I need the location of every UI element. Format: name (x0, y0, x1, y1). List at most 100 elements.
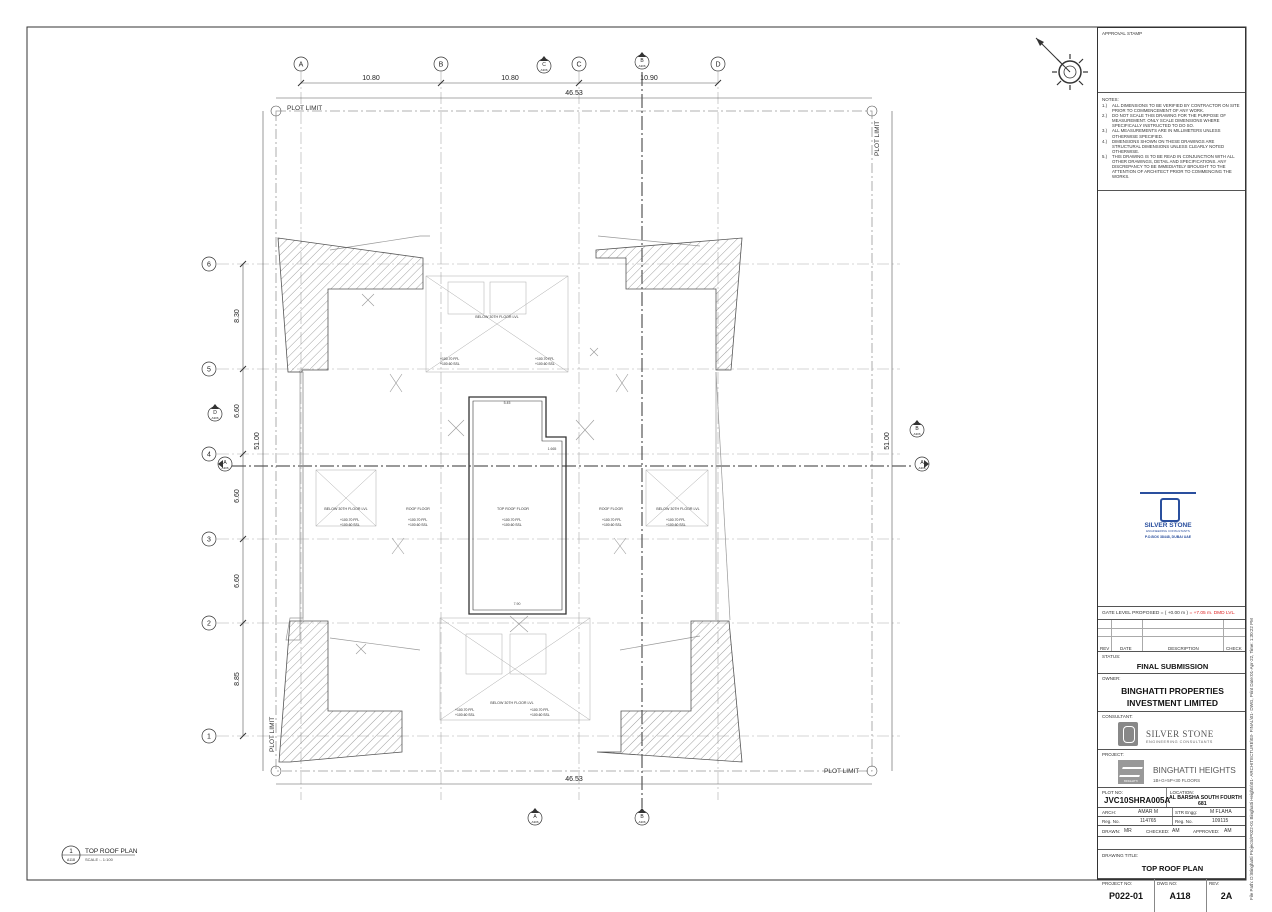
grid-row-2: 2 (207, 621, 211, 628)
label-top-lift: BELOW 30TH FLOOR LVL (475, 315, 518, 319)
project-no-label: PROJECT NO: (1102, 881, 1133, 886)
corner-cores (277, 237, 743, 763)
gate-level-text: GATE LEVEL PROPOSED = ( +0.00 m ) (1102, 611, 1189, 616)
dim-3-2: 6.60 (234, 574, 241, 588)
note-number: 5.) (1102, 153, 1108, 159)
reg2-value: 109115 (1212, 818, 1229, 824)
project-floors: 1B+G+5P+30 FLOORS (1153, 778, 1201, 783)
drawn-cell: DRAWN: MR CHECKED: AM APPROVED: AM (1098, 826, 1245, 837)
drawing-title-label: DRAWING TITLE: (1102, 853, 1139, 858)
section-letter: A (920, 460, 924, 466)
svg-text:5.45: 5.45 (504, 401, 511, 405)
dwg-no-label: DWG NO: (1157, 881, 1178, 886)
drawn-value: MR (1124, 828, 1132, 834)
consultant-name: SILVER STONE (1146, 729, 1214, 739)
level-ffl: +100.70 FFL (440, 357, 459, 361)
gate-level: GATE LEVEL PROPOSED = ( +0.00 m ) = +7.0… (1102, 611, 1236, 616)
project-label: PROJECT: (1102, 752, 1124, 757)
location-value: AL BARSHA SOUTH FOURTH (1169, 795, 1242, 801)
level-ffl: +100.70 FFL (666, 518, 685, 522)
consultant-label: CONSULTANT: (1102, 714, 1133, 719)
core-top-right (595, 237, 743, 371)
dim-overall-left: 51.00 (254, 432, 261, 450)
level-ffl: +100.70 FFL (455, 708, 474, 712)
project-cell: PROJECT: BINGHATTI BINGHATTI HEIGHTS 1B+… (1098, 750, 1245, 788)
room-labels: BELOW 30TH FLOOR LVL BELOW 30TH FLOOR LV… (324, 315, 699, 705)
grid-row-bubbles: 6 5 4 3 2 1 (201, 256, 217, 744)
stamp-logo-icon: SILVER STONE ENGINEERING CONSULTANTS P.O… (1138, 484, 1198, 554)
section-letter: A (223, 460, 227, 466)
arch-value: AMAR M (1138, 809, 1158, 815)
grid-row-4: 4 (207, 452, 211, 459)
project-logo-icon: BINGHATTI (1118, 760, 1144, 784)
notes-cell: NOTES: 1.)ALL DIMENSIONS TO BE VERIFIED … (1098, 93, 1245, 191)
title-tag-scale: SCALE :- 1:100 (85, 857, 114, 862)
section-letter: A (533, 814, 537, 820)
level-ssl: +100.60 SSL (408, 523, 428, 527)
section-letter: B (640, 814, 644, 820)
title-tag-text: TOP ROOF PLAN (85, 848, 138, 855)
approved-value: AM (1224, 828, 1232, 834)
grid-row-3: 3 (207, 537, 211, 544)
owner-line1: BINGHATTI PROPERTIES (1121, 686, 1224, 696)
grid-col-d: D (715, 62, 720, 69)
owner-cell: OWNER: BINGHATTI PROPERTIES INVESTMENT L… (1098, 674, 1245, 712)
owner-line2: INVESTMENT LIMITED (1126, 698, 1219, 708)
project-no-value: P022-01 (1108, 891, 1144, 901)
note-number: 4.) (1102, 138, 1108, 144)
level-ssl: +100.60 SSL (455, 713, 475, 717)
checked-label: CHECKED: (1146, 829, 1170, 834)
label-right-wing: BELOW 30TH FLOOR LVL (656, 507, 699, 511)
core-top-left (277, 237, 424, 373)
grid-row-1: 1 (207, 734, 211, 741)
level-ssl: +100.60 SSL (440, 362, 460, 366)
level-ffl: +100.70 FFL (408, 518, 427, 522)
section-marker-b-bottom: B A306 (634, 808, 650, 826)
grid-bubble-c (571, 56, 587, 72)
file-path: File Path: D:\Binghatti Projects\P022-01… (1249, 618, 1254, 900)
rev-value: 2A (1220, 891, 1233, 901)
level-markers: +100.70 FFL+100.60 SSL +100.70 FFL+100.6… (340, 357, 686, 717)
svg-text:1.665: 1.665 (548, 447, 557, 451)
section-marker-d-left: D A306 (207, 404, 223, 422)
core-bottom-left (278, 620, 403, 763)
approval-stamp-cell: APPROVAL STAMP (1098, 28, 1245, 93)
core-bottom-right (596, 620, 743, 763)
section-marker-c-top: C A306 (536, 56, 552, 74)
blank-cell (1098, 837, 1245, 850)
dim-overall-bottom: 46.53 (565, 776, 583, 783)
notes-list: 1.)ALL DIMENSIONS TO BE VERIFIED BY CONT… (1102, 103, 1242, 179)
reg1-value: 114765 (1140, 818, 1157, 824)
lift-areas (315, 275, 709, 721)
section-lines (232, 72, 912, 808)
consultant-cell: CONSULTANT: SILVER STONE ENGINEERING CON… (1098, 712, 1245, 750)
dwg-no-value: A118 (1169, 891, 1191, 901)
dim-a-b: 10.80 (362, 75, 380, 82)
note-item: 3.)ALL MEASUREMENTS ARE IN MILLIMETERS U… (1102, 128, 1242, 138)
section-markers: C A306 B A306 D A306 A A306 B A306 (207, 52, 930, 826)
note-text: DO NOT SCALE THIS DRAWING FOR THE PURPOS… (1112, 113, 1226, 129)
drawn-label: DRAWN: (1102, 829, 1121, 834)
grid-col-bubbles: A B C D (293, 56, 726, 72)
dim-c-d: 10.90 (640, 75, 658, 82)
reg2-label: Reg. No. (1175, 819, 1193, 824)
section-sheet: A306 (918, 466, 925, 470)
project-name: BINGHATTI HEIGHTS (1153, 765, 1236, 775)
revision-table: REV DATE DESCRIPTION CHECK (1098, 620, 1245, 652)
grid-lines (217, 72, 900, 800)
section-marker-b-top: B A306 (634, 52, 650, 70)
note-item: 1.)ALL DIMENSIONS TO BE VERIFIED BY CONT… (1102, 103, 1242, 113)
title-block: APPROVAL STAMP NOTES: 1.)ALL DIMENSIONS … (1097, 27, 1246, 912)
dim-6-5: 8.30 (234, 309, 241, 323)
section-sheet: A306 (211, 416, 218, 420)
note-number: 1.) (1102, 103, 1108, 108)
label-left-wing: BELOW 30TH FLOOR LVL (324, 507, 367, 511)
top-roof-core: 5.45 7.90 1.665 (468, 396, 567, 615)
section-sheet: A306 (638, 64, 645, 68)
plot-limit-label-bottom: PLOT LIMIT (824, 768, 859, 775)
grid-col-b: B (439, 62, 444, 69)
approved-label: APPROVED: (1193, 829, 1220, 834)
section-marker-a-right: A A306 (914, 456, 930, 472)
plot-no: JVC10SHRA005A (1104, 796, 1171, 805)
building-outline (285, 235, 731, 651)
